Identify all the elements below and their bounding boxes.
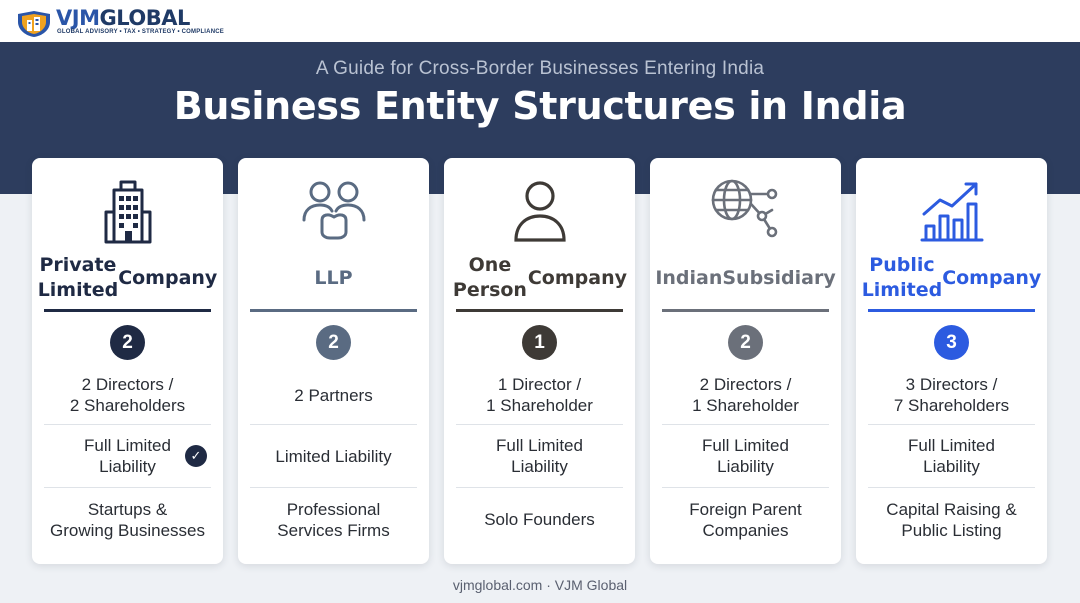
card-title-line2: Subsidiary bbox=[722, 266, 836, 289]
members-line-a: 2 Directors / bbox=[699, 375, 792, 394]
suited-for-line-b: Services Firms bbox=[277, 520, 390, 540]
card-title: LLP bbox=[246, 252, 421, 304]
count-badge: 1 bbox=[522, 325, 557, 360]
card-title-line2: Company bbox=[118, 266, 218, 289]
liability-line-b: Liability bbox=[99, 457, 156, 476]
page-title: Business Entity Structures in India bbox=[173, 84, 907, 128]
brand-name: VJMGLOBAL bbox=[56, 7, 190, 29]
liability-line-b: Liability bbox=[923, 457, 980, 476]
card-title-line1: Public Limited bbox=[861, 254, 943, 301]
top-bar: VJMGLOBAL GLOBAL ADVISORY • TAX • STRATE… bbox=[0, 0, 1080, 42]
card-divider bbox=[868, 309, 1035, 312]
suited-for-line-b: Growing Businesses bbox=[50, 520, 205, 540]
footer-credit: vjmglobal.com · VJM Global bbox=[452, 577, 628, 593]
members-row: 2 Directors / 2 Shareholders bbox=[44, 366, 211, 424]
globe-network-icon bbox=[650, 176, 841, 246]
card-divider bbox=[662, 309, 829, 312]
card-divider bbox=[250, 309, 417, 312]
brand-tagline: GLOBAL ADVISORY • TAX • STRATEGY • COMPL… bbox=[57, 29, 224, 35]
card-title-line1: Indian bbox=[655, 266, 723, 289]
suited-for-line-a: Foreign Parent bbox=[689, 499, 802, 519]
card-divider bbox=[44, 309, 211, 312]
suited-for-row: Startups &Growing Businesses bbox=[44, 487, 211, 551]
card-title-line1: LLP bbox=[314, 266, 353, 289]
card-title-line1: Private Limited bbox=[37, 254, 119, 301]
partners-icon bbox=[238, 176, 429, 246]
suited-for-row: Solo Founders bbox=[456, 487, 623, 551]
members-line-b: 1 Shareholder bbox=[486, 396, 593, 415]
page-subtitle: A Guide for Cross-Border Businesses Ente… bbox=[315, 58, 765, 79]
liability-line-a: Full Limited bbox=[908, 436, 995, 455]
liability-row: Limited Liability bbox=[250, 424, 417, 487]
building-shield-logo-icon bbox=[18, 11, 50, 37]
members-row: 3 Directors / 7 Shareholders bbox=[868, 366, 1035, 424]
liability-line-a: Full Limited bbox=[702, 436, 789, 455]
liability-line-b: Liability bbox=[717, 457, 774, 476]
suited-for-line-a: Professional bbox=[286, 499, 381, 519]
members-line-a: 3 Directors / bbox=[905, 375, 998, 394]
card-divider bbox=[456, 309, 623, 312]
count-badge: 2 bbox=[728, 325, 763, 360]
check-icon: ✓ bbox=[185, 445, 207, 467]
brand-name-part2: GLOBAL bbox=[99, 6, 190, 30]
card-title-line2: Company bbox=[527, 266, 627, 289]
card-title-line1: One Person bbox=[452, 254, 527, 301]
suited-for-line-a: Solo Founders bbox=[484, 510, 595, 529]
liability-line-a: Limited Liability bbox=[275, 446, 392, 466]
members-line-a: 1 Director / bbox=[497, 375, 582, 394]
members-line-b: 2 Shareholders bbox=[69, 396, 186, 415]
person-icon bbox=[444, 176, 635, 246]
liability-line-a: Full Limited bbox=[84, 436, 171, 455]
members-line-b: 7 Shareholders bbox=[893, 396, 1010, 415]
liability-line-b: Liability bbox=[511, 457, 568, 476]
count-badge: 3 bbox=[934, 325, 969, 360]
brand-name-part1: VJM bbox=[56, 6, 100, 30]
suited-for-row: Capital Raising &Public Listing bbox=[868, 487, 1035, 551]
members-row: 2 Directors / 1 Shareholder bbox=[662, 366, 829, 424]
count-badge: 2 bbox=[316, 325, 351, 360]
count-badge: 2 bbox=[110, 325, 145, 360]
suited-for-line-b: Companies bbox=[702, 520, 789, 540]
members-line-a: 2 Partners bbox=[294, 385, 373, 405]
office-building-icon bbox=[32, 176, 223, 246]
suited-for-line-b: Public Listing bbox=[901, 520, 1002, 540]
members-line-a: 2 Directors / bbox=[81, 375, 174, 394]
brand-logo[interactable]: VJMGLOBAL GLOBAL ADVISORY • TAX • STRATE… bbox=[16, 6, 246, 38]
suited-for-line-a: Capital Raising & bbox=[886, 499, 1017, 519]
members-row: 2 Partners bbox=[250, 366, 417, 424]
entity-card[interactable]: LLP 2 2 Partners Limited Liability Profe… bbox=[238, 158, 429, 564]
suited-for-line-a: Startups & bbox=[87, 499, 168, 519]
members-row: 1 Director / 1 Shareholder bbox=[456, 366, 623, 424]
card-title-line2: Company bbox=[942, 266, 1042, 289]
members-line-b: 1 Shareholder bbox=[692, 396, 799, 415]
liability-line-a: Full Limited bbox=[496, 436, 583, 455]
growth-chart-icon bbox=[856, 176, 1047, 246]
